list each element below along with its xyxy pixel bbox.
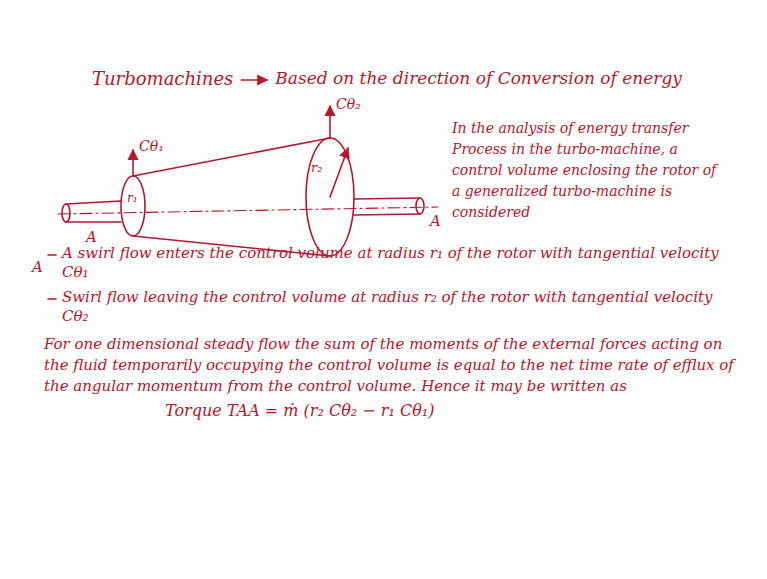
radius-arrow [330, 148, 348, 197]
page-title: Turbomachines [92, 68, 233, 89]
shaft-line [66, 221, 121, 223]
title-subtext: Based on the direction of Conversion of … [275, 68, 682, 88]
section-label: A [32, 258, 43, 276]
title-arrow [241, 79, 267, 81]
shaft-end [62, 204, 70, 222]
shaft-end [416, 198, 424, 214]
shaft-line [354, 214, 420, 215]
shaft-line [354, 198, 420, 199]
radius-label: r₂ [311, 160, 322, 176]
shaft-line [66, 201, 121, 204]
bullet-text: A swirl flow enters the control volume a… [62, 244, 722, 282]
bullet-text: Swirl flow leaving the control volume at… [62, 288, 722, 326]
velocity-arrow [132, 150, 134, 176]
velocity-arrow [329, 106, 331, 138]
bullet-dash [48, 254, 56, 256]
velocity-label: Cθ₂ [336, 96, 361, 113]
radius-label: r₁ [127, 191, 138, 205]
rotor-outline [133, 138, 330, 176]
paragraph-text: For one dimensional steady flow the sum … [44, 334, 744, 397]
velocity-label: Cθ₁ [139, 138, 164, 155]
axis-line [58, 207, 438, 214]
bullet-dash [48, 298, 56, 300]
note-text: In the analysis of energy transfer Proce… [452, 118, 727, 223]
equation-text: Torque TAA = ṁ (r₂ Cθ₂ − r₁ Cθ₁) [165, 401, 435, 420]
inlet-disk [121, 176, 145, 236]
section-label: A [86, 228, 97, 246]
section-label: A [430, 212, 441, 230]
outlet-disk [306, 138, 354, 256]
